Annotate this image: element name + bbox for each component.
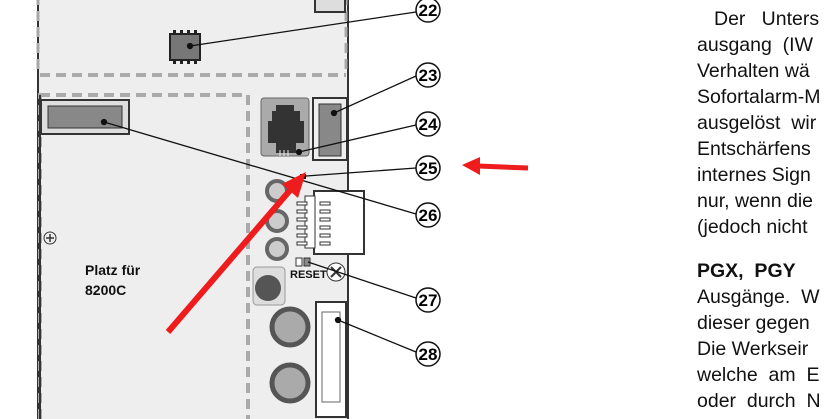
text-line: Ausgänge. W: [697, 286, 820, 308]
module-slot-8200c: [38, 93, 250, 419]
red-arrow-left: [462, 157, 529, 175]
screw-icon: [43, 231, 57, 245]
svg-text:22: 22: [419, 1, 438, 20]
text-line: (jedoch nicht: [697, 216, 808, 238]
top-component: [314, 0, 346, 13]
svg-text:28: 28: [419, 345, 438, 364]
callout-markers: 22 23 24 25 26 27 28: [415, 0, 441, 367]
reset-label: RESET: [290, 269, 327, 281]
callout-22: 22: [415, 0, 441, 23]
text-line: Die Werkseir: [697, 338, 809, 360]
text-line: Entschärfens: [697, 138, 811, 160]
text-line: nur, wenn die: [697, 190, 814, 212]
text-line: oder durch N: [697, 390, 821, 412]
text-line: Der Unters: [714, 8, 820, 30]
svg-text:23: 23: [419, 66, 438, 85]
svg-text:26: 26: [419, 206, 438, 225]
section-heading: PGX, PGY: [697, 260, 796, 282]
reset-jumper: RESET: [290, 257, 327, 281]
text-line: welche am E: [697, 364, 820, 386]
text-line: ausgang (IW: [697, 34, 813, 56]
push-button: [255, 275, 281, 301]
callout-25: 25: [415, 155, 441, 181]
callout-26: 26: [415, 202, 441, 228]
callout-24: 24: [415, 111, 441, 137]
svg-text:24: 24: [419, 115, 438, 134]
svg-text:27: 27: [419, 291, 438, 310]
text-line: Sofortalarm-M: [697, 86, 821, 108]
board-label-line1: Platz für: [85, 262, 141, 278]
callout-23: 23: [415, 62, 441, 88]
text-line: Verhalten wä: [697, 60, 810, 82]
svg-text:25: 25: [419, 159, 438, 178]
board-label-line2: 8200C: [85, 282, 127, 298]
chip-component: [169, 30, 201, 64]
text-line: internes Sign: [697, 164, 811, 186]
text-line: dieser gegen: [697, 312, 810, 334]
callout-27: 27: [415, 287, 441, 313]
red-arrow-diagonal: [165, 172, 306, 334]
text-line: ausgelöst wir: [697, 112, 817, 134]
callout-28: 28: [415, 341, 441, 367]
